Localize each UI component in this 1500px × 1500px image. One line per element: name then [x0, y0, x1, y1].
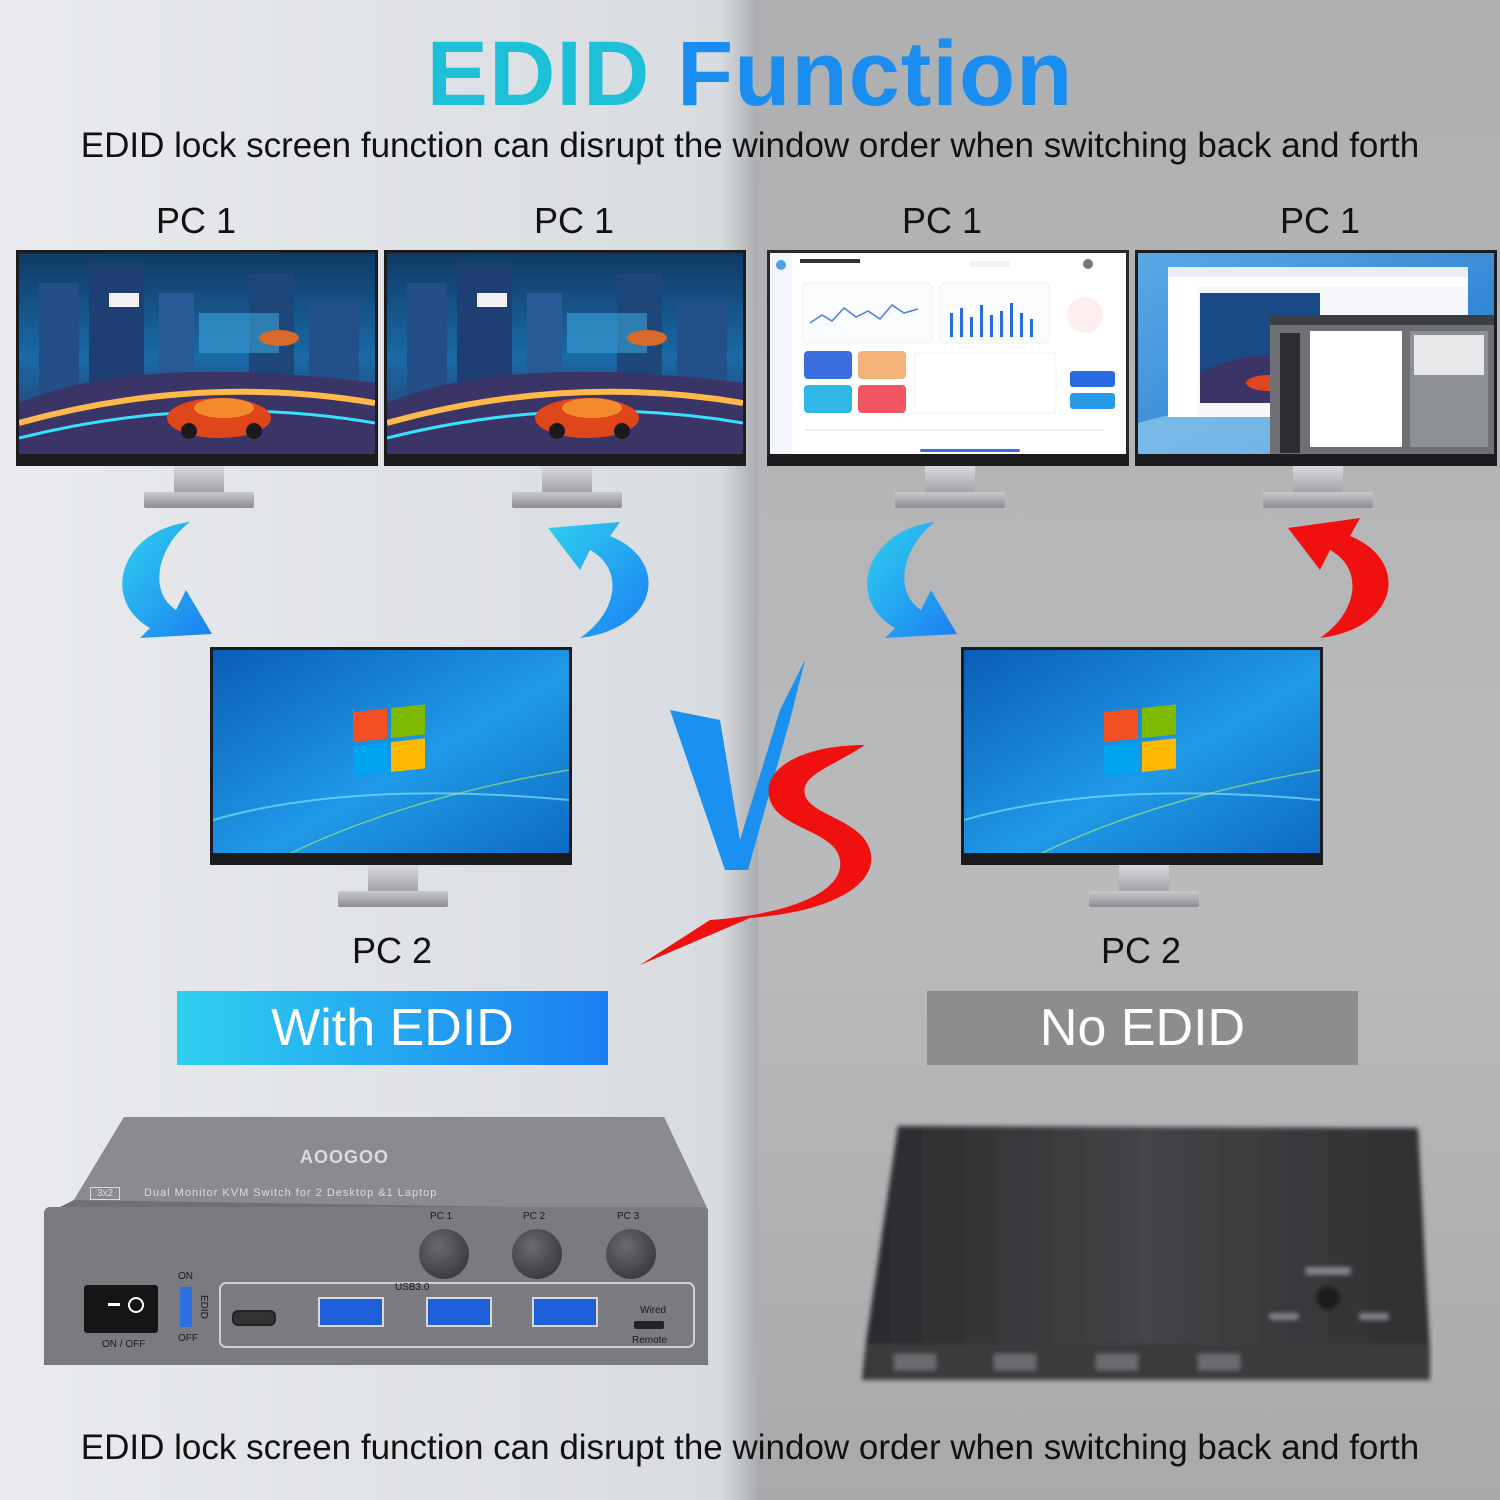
generic-switch-device	[858, 1122, 1433, 1384]
kvm-pc3-button[interactable]	[606, 1229, 656, 1279]
arrow-right-up-red-icon	[1288, 518, 1389, 638]
power-switch[interactable]	[84, 1285, 158, 1333]
jumbled-windows-screen	[1135, 250, 1497, 466]
right-monitor-pc2	[961, 647, 1323, 909]
dashboard-image	[770, 253, 1126, 463]
windows-desktop-screen	[961, 647, 1323, 865]
kvm-brand: AOOGOO	[300, 1147, 390, 1167]
kvm-pc2-button[interactable]	[512, 1229, 562, 1279]
windows-desktop-screen	[210, 647, 572, 865]
windows-desktop-image	[964, 650, 1320, 862]
vs-letter-s	[640, 745, 872, 965]
caption-top: EDID lock screen function can disrupt th…	[80, 126, 1420, 165]
dashboard-screen	[767, 250, 1129, 466]
kvm-model-text: Dual Monitor KVM Switch for 2 Desktop &1…	[144, 1187, 438, 1199]
game-screen	[16, 250, 378, 466]
game-screen	[384, 250, 746, 466]
usb-a-port-1	[318, 1297, 384, 1327]
kvm-model-tag: 3x2	[90, 1187, 121, 1200]
left-monitor-pc2	[210, 647, 572, 909]
kvm-on-label: ON	[178, 1271, 193, 1282]
usb-c-port	[232, 1310, 276, 1326]
left-monitor-pc1-b	[384, 250, 746, 510]
kvm-remote-label: Remote	[632, 1335, 668, 1346]
no-edid-badge: No EDID	[927, 991, 1358, 1065]
kvm-wired-label: Wired	[640, 1305, 667, 1316]
edid-dip-switch[interactable]	[180, 1287, 192, 1327]
title: EDID Function	[0, 22, 1500, 127]
left-pc2-label: PC 2	[351, 930, 433, 971]
arrow-left-up-icon	[548, 522, 649, 638]
usb-a-port-3	[532, 1297, 598, 1327]
kvm-pc1-label: PC 1	[430, 1211, 453, 1222]
game-scene-image	[387, 253, 743, 463]
right-monitor-pc1-a	[767, 250, 1129, 510]
windows-desktop-image	[213, 650, 569, 862]
with-edid-badge: With EDID	[177, 991, 608, 1065]
arrow-left-down-icon	[122, 522, 212, 638]
left-pc1-label-b: PC 1	[533, 200, 615, 241]
title-function: Function	[677, 23, 1074, 125]
vs-letter-v	[670, 660, 805, 870]
arrow-right-down-icon	[867, 522, 957, 638]
right-monitor-pc1-b	[1135, 250, 1497, 510]
vs-graphic: VS	[640, 660, 872, 965]
kvm-pc3-label: PC 3	[617, 1211, 640, 1222]
windows-logo-icon	[1104, 704, 1176, 776]
generic-switch-image	[862, 1126, 1430, 1380]
remote-port	[634, 1321, 664, 1329]
kvm-pc2-label: PC 2	[523, 1211, 546, 1222]
usb-a-port-2	[426, 1297, 492, 1327]
windows-logo-icon	[353, 704, 425, 776]
caption-bottom: EDID lock screen function can disrupt th…	[80, 1428, 1420, 1467]
title-edid: EDID	[426, 23, 651, 125]
jumbled-windows-image	[1138, 253, 1494, 463]
game-scene-image	[19, 253, 375, 463]
switch-arrows	[122, 518, 1389, 638]
kvm-off-label: OFF	[178, 1333, 198, 1344]
right-pc2-label: PC 2	[1100, 930, 1182, 971]
left-monitor-pc1-a	[16, 250, 378, 510]
kvm-pc1-button[interactable]	[419, 1229, 469, 1279]
kvm-edid-label: EDID	[198, 1295, 209, 1319]
kvm-switch-device: AOOGOO 3x2 Dual Monitor KVM Switch for 2…	[44, 1115, 710, 1370]
left-pc1-label-a: PC 1	[155, 200, 237, 241]
kvm-usb-label: USB3.0	[395, 1282, 430, 1293]
right-pc1-label-b: PC 1	[1279, 200, 1361, 241]
kvm-on-off-label: ON / OFF	[102, 1339, 146, 1350]
right-pc1-label-a: PC 1	[901, 200, 983, 241]
